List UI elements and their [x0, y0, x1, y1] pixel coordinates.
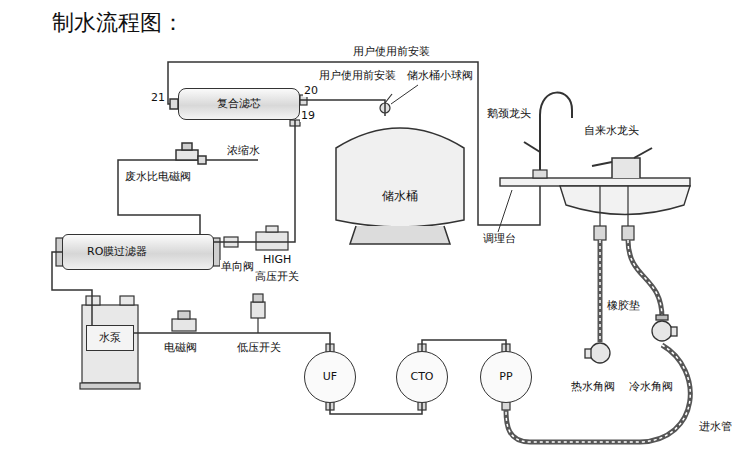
angle-valve — [590, 343, 610, 363]
node-label: CTO — [410, 370, 433, 383]
ball-valve — [385, 94, 392, 103]
tap-faucet — [612, 158, 640, 178]
part-label: 电磁阀 — [163, 341, 198, 354]
pipe-connector — [422, 340, 506, 351]
water-pump — [80, 383, 140, 389]
part-label: 热水角阀 — [570, 380, 616, 393]
part-label: 浓缩水 — [226, 144, 261, 157]
tank-base — [350, 226, 450, 244]
tap-faucet — [634, 148, 652, 158]
pipe-connector — [330, 403, 422, 414]
leader-line — [498, 190, 512, 232]
low-pressure-switch — [251, 294, 265, 333]
part-label: 橡胶垫 — [606, 299, 641, 312]
install-note: 用户使用前安装 — [318, 69, 397, 82]
filter-cartridge: 复合滤芯 — [178, 88, 300, 120]
angle-valve — [585, 349, 591, 358]
part-label: 低压开关 — [236, 341, 282, 354]
filter-circle: UF — [304, 351, 356, 403]
gooseneck-faucet — [524, 93, 572, 178]
install-note: 用户使用前安装 — [352, 45, 431, 58]
faucet-shanks — [622, 226, 634, 240]
gooseneck-faucet — [533, 170, 547, 178]
faucet-shanks — [594, 186, 634, 240]
leader-line — [391, 85, 418, 104]
water-pump — [120, 296, 134, 305]
high-pressure-switch — [256, 226, 288, 250]
node-label: RO膜过滤器 — [87, 245, 147, 258]
part-label: 鹅颈龙头 — [486, 107, 532, 120]
high-pressure-switch — [266, 226, 278, 232]
braided-hose — [599, 240, 601, 342]
high-pressure-switch — [256, 232, 288, 250]
part-label: 调理台 — [482, 232, 517, 245]
signal-name: HIGH — [262, 253, 292, 266]
callout-number: 19 — [300, 109, 316, 122]
water-pump — [86, 296, 100, 305]
waste-pipe — [198, 156, 206, 164]
tap-faucet — [592, 162, 612, 166]
part-label: 单向阀 — [220, 260, 255, 273]
waste-pipe — [118, 160, 258, 234]
filter-circle: CTO — [396, 351, 448, 403]
part-label: 自来水龙头 — [583, 124, 640, 137]
low-pressure-switch — [251, 302, 265, 318]
waste-pipe — [176, 150, 198, 160]
inlet-solenoid-valve — [172, 311, 196, 331]
pipe-connector — [214, 120, 295, 242]
low-pressure-switch — [253, 294, 263, 302]
part-label: 高压开关 — [254, 270, 300, 283]
ro-membrane: RO膜过滤器 — [62, 234, 214, 270]
node-label: PP — [499, 370, 512, 383]
angle-valve — [671, 327, 677, 336]
part-label: 进水管 — [698, 420, 733, 433]
ball-valve — [380, 94, 392, 113]
callout-number: 21 — [150, 91, 166, 104]
water-pump — [82, 305, 138, 383]
tank-outline — [330, 116, 470, 246]
node-label: 复合滤芯 — [217, 97, 261, 110]
valve-label: 储水桶小球阀 — [406, 69, 474, 82]
braided-hose — [506, 240, 690, 442]
water-pump — [80, 296, 140, 389]
counter-and-sink — [500, 178, 690, 215]
node-label: 储水桶 — [382, 189, 418, 203]
inlet-solenoid-valve — [178, 311, 190, 319]
inlet-solenoid-valve — [172, 319, 196, 331]
tank-body — [336, 128, 464, 227]
part-label: 废水比电磁阀 — [124, 170, 192, 183]
part-label: 冷水角阀 — [628, 380, 674, 393]
angle-valve — [585, 315, 677, 363]
faucet-shanks — [600, 186, 628, 226]
tap-faucet — [592, 148, 652, 178]
pump-box: 水泵 — [86, 325, 134, 351]
cartridge-fittings — [502, 402, 510, 410]
angle-valve — [652, 321, 672, 341]
node-label: UF — [323, 370, 337, 383]
supply-pipe — [170, 99, 178, 109]
counter-and-sink — [560, 186, 690, 215]
storage-tank: 储水桶 — [330, 116, 470, 246]
counter-and-sink — [500, 178, 690, 186]
faucet-shanks — [594, 226, 606, 240]
node-label: 水泵 — [99, 331, 121, 344]
braided-hose — [598, 240, 603, 342]
angle-valve — [656, 315, 668, 320]
waste-pipe — [182, 143, 192, 150]
gooseneck-faucet — [540, 93, 572, 178]
callout-number: 20 — [303, 84, 319, 97]
gooseneck-faucet — [524, 142, 540, 152]
low-pressure-switch — [257, 318, 258, 333]
filter-circle: PP — [480, 351, 532, 403]
title: 制水流程图： — [52, 8, 184, 38]
